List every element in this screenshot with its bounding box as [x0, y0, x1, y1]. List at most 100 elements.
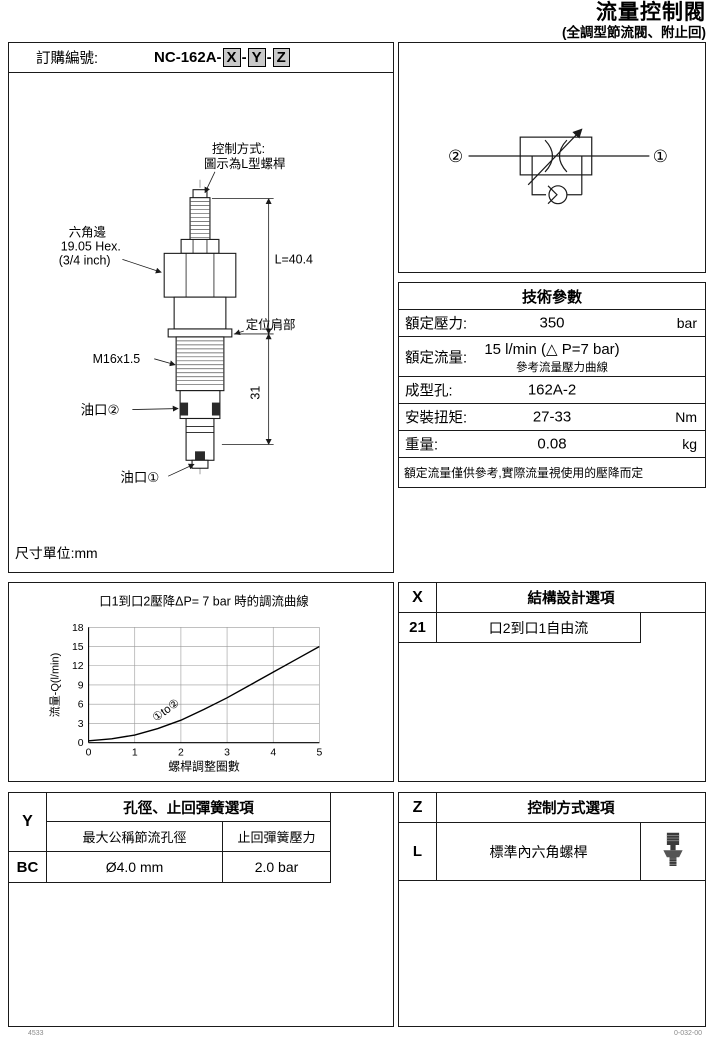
specs-footnote: 額定流量僅供參考,實際流量視使用的壓降而定	[404, 465, 644, 480]
options-z-row-icon-cell	[641, 823, 705, 881]
spec-label: 安裝扭矩:	[405, 410, 468, 427]
order-code: NC-162A- X - Y - Z	[154, 48, 290, 67]
options-x-row: 21 口2到口1自由流	[399, 613, 705, 643]
port1-label: 油口①	[120, 470, 159, 485]
options-y-col1-header: 最大公稱節流孔徑	[47, 822, 223, 852]
hex-label-line3: (3/4 inch)	[59, 253, 111, 267]
svg-text:9: 9	[78, 680, 84, 691]
chart-curve	[88, 645, 320, 742]
options-z-row: L 標準內六角螺桿	[399, 823, 705, 881]
svg-text:3: 3	[224, 748, 230, 759]
svg-text:4: 4	[270, 748, 276, 759]
order-code-z: Z	[272, 48, 290, 67]
control-note-line2: 圖示為L型螺桿	[204, 156, 285, 171]
hydraulic-symbol-panel: ② ①	[398, 42, 706, 273]
chart-xlabel: 螺桿調整圈數	[168, 760, 240, 774]
options-x-row-code: 21	[399, 613, 437, 643]
spec-label: 成型孔:	[405, 383, 453, 400]
spec-row-cavity: 成型孔: 162A-2	[399, 377, 705, 404]
symbol-port2-label: ②	[448, 147, 463, 166]
order-number-box: 訂購編號: NC-162A- X - Y - Z	[8, 42, 394, 73]
chart-ylabel: 流量-Q(l/min)	[48, 653, 62, 717]
order-code-x: X	[222, 48, 241, 67]
spec-label: 額定壓力:	[405, 316, 468, 333]
height-dimension-label: 31	[249, 386, 263, 400]
order-code-sep1: -	[241, 49, 247, 66]
length-dimension-label: L=40.4	[275, 252, 313, 266]
options-z-key: Z	[399, 793, 437, 822]
options-y-row-orifice: Ø4.0 mm	[47, 852, 223, 883]
svg-text:0: 0	[86, 748, 92, 759]
svg-text:5: 5	[316, 748, 322, 759]
spec-row-pressure: 額定壓力: 350 bar	[399, 310, 705, 337]
chart-title: 口1到口2壓降ΔP= 7 bar 時的調流曲線	[99, 593, 309, 608]
options-y-table: Y 孔徑、止回彈簧選項 最大公稱節流孔徑 止回彈簧壓力 BC Ø4.0 mm 2…	[8, 792, 394, 1027]
svg-text:2: 2	[178, 748, 184, 759]
chart-annotation: ①to②	[151, 697, 182, 724]
spec-value: 162A-2	[527, 381, 577, 399]
svg-text:15: 15	[72, 642, 84, 653]
svg-text:0: 0	[78, 738, 84, 749]
options-x-key: X	[399, 583, 437, 612]
valve-body-graphics	[163, 189, 237, 469]
page-subtitle: (全調型節流閥、附止回)	[562, 25, 706, 40]
options-z-row-desc: 標準內六角螺桿	[437, 823, 641, 881]
spec-value: 15 l/min (△ P=7 bar)	[484, 341, 620, 358]
title-block: 流量控制閥 (全調型節流閥、附止回)	[562, 1, 706, 40]
options-y-row-code: BC	[9, 852, 47, 883]
hex-socket-screw-icon	[663, 832, 683, 866]
thread-label: M16x1.5	[93, 352, 141, 366]
options-x-header: X 結構設計選項	[399, 583, 705, 613]
valve-drawing: 控制方式: 圖示為L型螺桿 六角邊 19.05 Hex. (3/4 inch) …	[15, 141, 313, 561]
hex-label-line1: 六角邊	[69, 225, 107, 239]
order-code-prefix: NC-162A-	[154, 49, 222, 66]
options-x-title: 結構設計選項	[527, 591, 615, 607]
svg-text:12: 12	[72, 661, 84, 672]
spec-unit: bar	[676, 315, 697, 331]
footer-right-code: 0-032-00	[673, 1030, 702, 1037]
specs-header: 技術參數	[399, 283, 705, 310]
spec-label: 額定流量:	[405, 350, 468, 366]
spec-label: 重量:	[405, 437, 439, 454]
svg-text:3: 3	[78, 719, 84, 730]
symbol-port1-label: ①	[653, 147, 668, 166]
options-z-title: 控制方式選項	[527, 801, 615, 817]
options-x-table: X 結構設計選項 21 口2到口1自由流	[398, 582, 706, 782]
spec-unit: Nm	[675, 409, 697, 425]
svg-text:1: 1	[132, 748, 138, 759]
options-y-row-spring: 2.0 bar	[223, 852, 331, 883]
valve-dimensions	[122, 171, 274, 477]
control-note-line1: 控制方式:	[212, 141, 265, 156]
footer-left-code: 4533	[28, 1030, 44, 1037]
spec-value: 350	[539, 314, 565, 332]
chart-grid	[88, 626, 320, 743]
hydraulic-symbol: ② ①	[448, 128, 668, 205]
order-code-y: Y	[247, 48, 266, 67]
options-z-row-code: L	[399, 823, 437, 881]
spec-row-flow: 額定流量: 15 l/min (△ P=7 bar) 參考流量壓力曲線	[399, 337, 705, 377]
options-y-key: Y	[9, 793, 47, 852]
options-z-header: Z 控制方式選項	[399, 793, 705, 823]
shoulder-label: 定位肩部	[246, 317, 296, 332]
options-z-table: Z 控制方式選項 L 標準內六角螺桿	[398, 792, 706, 1027]
hex-label-line2: 19.05 Hex.	[61, 239, 121, 253]
technical-parameters-table: 技術參數 額定壓力: 350 bar 額定流量: 15 l/min (△ P=7…	[398, 282, 706, 488]
spec-row-weight: 重量: 0.08 kg	[399, 431, 705, 458]
port2-label: 油口②	[81, 403, 120, 418]
spec-value: 0.08	[537, 435, 567, 453]
throttle-check-symbol	[468, 128, 650, 205]
page-title: 流量控制閥	[596, 1, 706, 24]
valve-drawing-panel: 控制方式: 圖示為L型螺桿 六角邊 19.05 Hex. (3/4 inch) …	[8, 72, 394, 573]
spec-subvalue: 參考流量壓力曲線	[516, 362, 608, 374]
order-code-sep2: -	[266, 49, 272, 66]
spec-value: 27-33	[532, 408, 572, 426]
svg-text:6: 6	[78, 700, 84, 711]
order-label: 訂購編號:	[36, 51, 99, 67]
svg-text:18: 18	[72, 623, 84, 634]
spec-unit: kg	[682, 436, 697, 452]
spec-row-torque: 安裝扭矩: 27-33 Nm	[399, 404, 705, 431]
options-y-title: 孔徑、止回彈簧選項	[47, 793, 331, 822]
